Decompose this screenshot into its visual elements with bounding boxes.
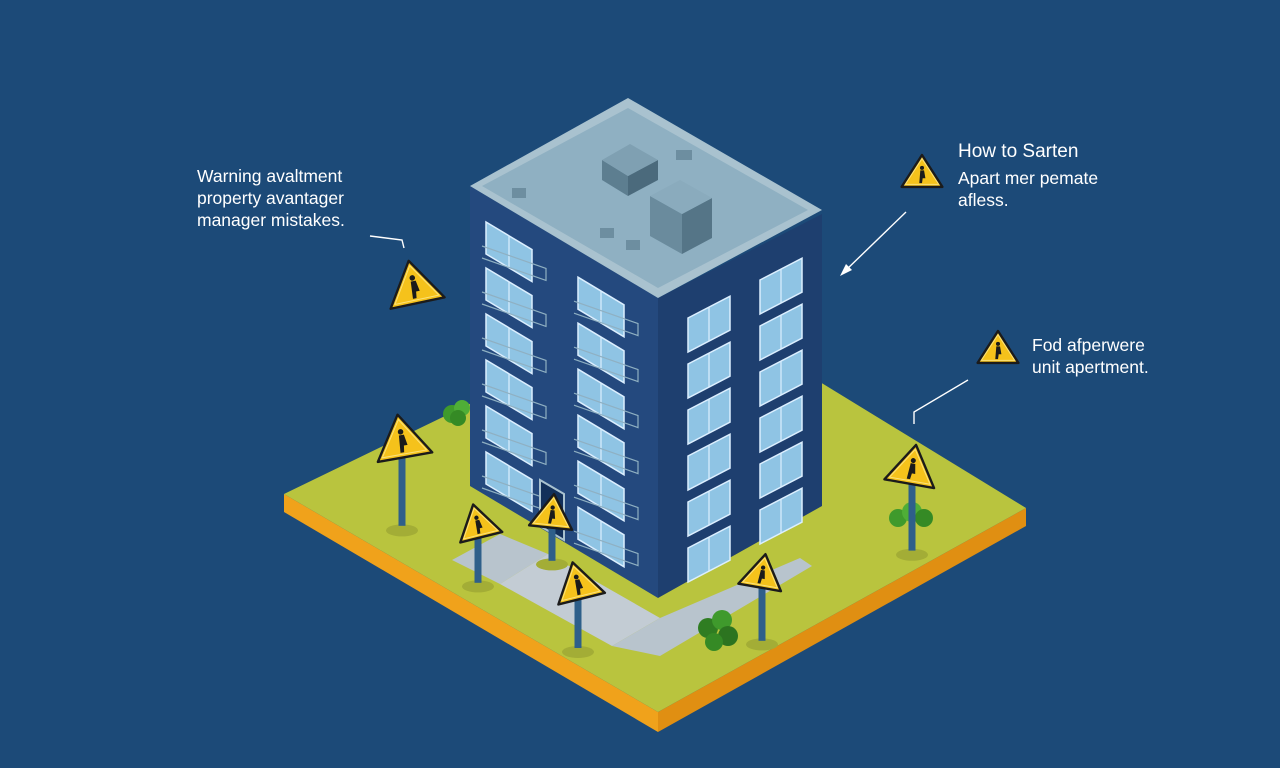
connector-right (913, 379, 969, 424)
balcony-railing (481, 245, 547, 282)
annotation-left: Warning avaltment property avantager man… (197, 165, 345, 231)
balcony-railing (573, 346, 639, 383)
sign-pole (574, 596, 582, 648)
person-silhouette-icon (409, 275, 420, 299)
annotation-left-line-1: Warning avaltment (197, 166, 343, 186)
pole-shadow (896, 548, 928, 561)
side-windows (687, 256, 803, 584)
roof-units (512, 144, 712, 254)
callout-connectors (369, 211, 969, 424)
hvac-unit-front (602, 160, 628, 196)
sign-pole (758, 584, 766, 641)
ground-edge-right (658, 508, 1026, 732)
roof-vent (600, 228, 614, 238)
pole-shadow (562, 646, 594, 658)
balcony-railing (481, 291, 547, 328)
balcony-railing (573, 484, 639, 521)
annotation-top-right-line-1: Apart mer pemate (958, 168, 1099, 188)
sign-pole (548, 524, 556, 561)
hvac-unit-side (628, 160, 658, 196)
hvac-unit-top (602, 144, 658, 176)
hvac-unit-2-top (650, 180, 712, 214)
balcony-railing (481, 429, 547, 466)
annotation-left-line-2: property avantager (197, 188, 344, 208)
warning-triangle-icon (557, 561, 607, 606)
sign-poles (386, 453, 928, 658)
hvac-unit-2-front (650, 196, 682, 254)
annotation-right: Fod afperwere unit apertment. (1032, 334, 1149, 378)
person-silhouette-icon (474, 515, 483, 535)
roof-vent (626, 240, 640, 250)
balcony-railing (573, 392, 639, 429)
warning-signs (376, 153, 1020, 606)
roof-vent (676, 150, 692, 160)
balcony-railing (481, 337, 547, 374)
warning-triangle-icon (389, 259, 446, 310)
warning-triangle-icon (737, 553, 783, 593)
annotation-right-line-2: unit apertment. (1032, 357, 1149, 377)
person-silhouette-icon (573, 574, 584, 596)
balcony-railing (481, 383, 547, 420)
sign-pole (398, 453, 406, 526)
annotation-top-right-title: How to Sarten (958, 141, 1079, 162)
person-silhouette-icon (919, 165, 926, 184)
pole-shadow (746, 638, 778, 651)
warning-triangle-icon (900, 153, 944, 189)
person-silhouette-icon (757, 565, 766, 584)
hvac-unit-2-side (682, 198, 712, 254)
sign-pole (908, 480, 916, 551)
person-silhouette-icon (397, 429, 408, 453)
shrubs (443, 400, 933, 651)
pole-shadow (386, 524, 418, 537)
warning-triangle-icon (527, 492, 574, 531)
connector-top-right (843, 211, 907, 273)
person-silhouette-icon (995, 341, 1002, 360)
shrub-icon (698, 610, 738, 651)
arrow-head-icon (840, 264, 852, 276)
annotation-right-line-1: Fod afperwere (1032, 335, 1145, 355)
roof-top (482, 108, 808, 288)
annotation-left-line-3: manager mistakes. (197, 210, 345, 230)
shrub-icon (443, 400, 470, 426)
pole-shadow (536, 558, 568, 571)
roof-vent (512, 188, 526, 198)
connector-left (369, 235, 405, 249)
balcony-railing (573, 300, 639, 337)
warning-triangle-icon (976, 329, 1020, 365)
annotation-top-right: How to Sarten Apart mer pemate afless. (958, 137, 1098, 211)
person-silhouette-icon (906, 458, 916, 480)
warning-triangle-icon (376, 413, 434, 464)
balcony-railing (573, 530, 639, 567)
sign-pole (474, 534, 482, 583)
ground-edge-left (284, 494, 658, 732)
front-windows (485, 220, 625, 569)
person-silhouette-icon (548, 505, 556, 524)
apartment-building (470, 98, 822, 598)
annotation-top-right-line-2: afless. (958, 190, 1009, 210)
balcony-railing (573, 438, 639, 475)
warning-triangle-icon (459, 503, 504, 544)
warning-triangle-icon (883, 443, 936, 490)
pole-shadow (462, 580, 494, 593)
